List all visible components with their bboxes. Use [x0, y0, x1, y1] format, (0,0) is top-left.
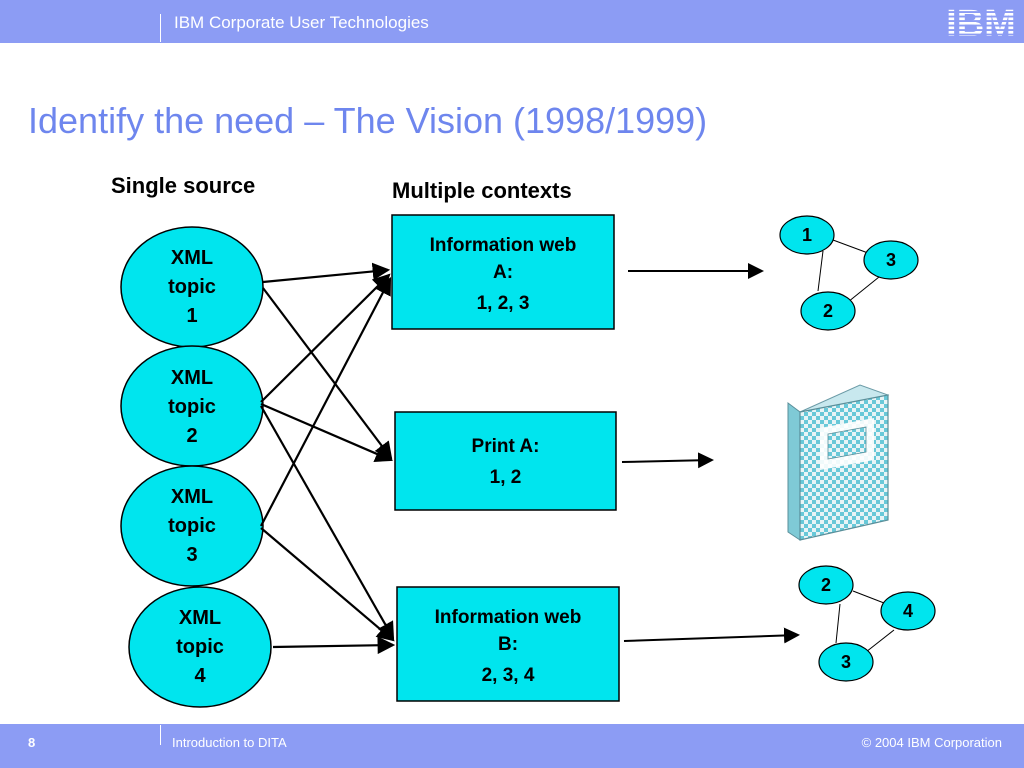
web-a-edge-1-2	[817, 250, 824, 292]
topic-ellipse-4	[128, 586, 272, 708]
connector-topic2-web-b	[260, 405, 395, 640]
web-b-edge-4-3	[865, 629, 895, 653]
output-box-print-a	[394, 411, 617, 511]
footer-divider	[160, 725, 161, 745]
connector-topic2-print-a	[260, 402, 394, 462]
copyright: © 2004 IBM Corporation	[861, 735, 1002, 750]
header-title: IBM Corporate User Technologies	[174, 13, 429, 32]
svg-text:IBM: IBM	[946, 4, 1016, 40]
topic-3-label: XML topic 3	[168, 486, 216, 566]
web-a-edge-1-3	[832, 239, 869, 254]
connector-topic4-web-b	[272, 636, 396, 655]
connector-topic1-print-a	[262, 287, 393, 460]
web-a-node-3-label: 3	[885, 250, 896, 270]
output-arrow-print-a	[621, 452, 714, 469]
web-a-node-1	[779, 215, 835, 255]
output-web-b-label: Information web B: 2, 3, 4	[434, 607, 582, 686]
web-a-edge-3-2	[847, 276, 880, 303]
web-b-node-2-label: 2	[820, 575, 831, 595]
topic-ellipse-3	[120, 465, 264, 587]
topic-1-label: XML topic 1	[168, 247, 216, 327]
footer-bar	[0, 724, 1024, 768]
web-a-node-3	[863, 240, 919, 280]
footer-text: Introduction to DITA	[172, 735, 287, 750]
topic-4-label: XML topic 4	[176, 607, 224, 687]
book-icon	[787, 384, 890, 541]
single-source-label: Single source	[111, 173, 256, 198]
web-b-node-4	[880, 591, 936, 631]
connector-topic3-web-b	[260, 527, 395, 642]
slide-title: Identify the need – The Vision (1998/199…	[28, 100, 708, 141]
output-web-a-label: Information web A: 1, 2, 3	[429, 235, 577, 314]
web-a-node-2	[800, 291, 856, 331]
web-b-node-4-label: 4	[902, 601, 913, 621]
web-a-node-2-label: 2	[822, 301, 833, 321]
web-b-edge-2-3	[835, 603, 841, 644]
output-box-web-a	[391, 214, 615, 330]
multiple-contexts-label: Multiple contexts	[392, 178, 572, 203]
web-b-edge-2-4	[852, 590, 885, 604]
web-a-node-1-label: 1	[801, 225, 812, 245]
connector-topic3-web-a	[260, 277, 392, 527]
web-b-node-2	[798, 565, 854, 605]
header-bar	[0, 0, 1024, 43]
page-number: 8	[28, 735, 36, 750]
header-divider	[160, 14, 161, 42]
output-box-web-b	[396, 586, 620, 702]
web-b-node-3-label: 3	[840, 652, 851, 672]
output-print-a-label: Print A: 1, 2	[471, 436, 540, 488]
ibm-logo: IBM	[946, 4, 1016, 40]
connector-topic2-web-a	[260, 273, 391, 403]
web-b-node-3	[818, 642, 874, 682]
connector-topic1-web-a	[262, 262, 391, 284]
topic-2-label: XML topic 2	[168, 367, 216, 447]
output-arrow-web-b	[623, 627, 800, 644]
